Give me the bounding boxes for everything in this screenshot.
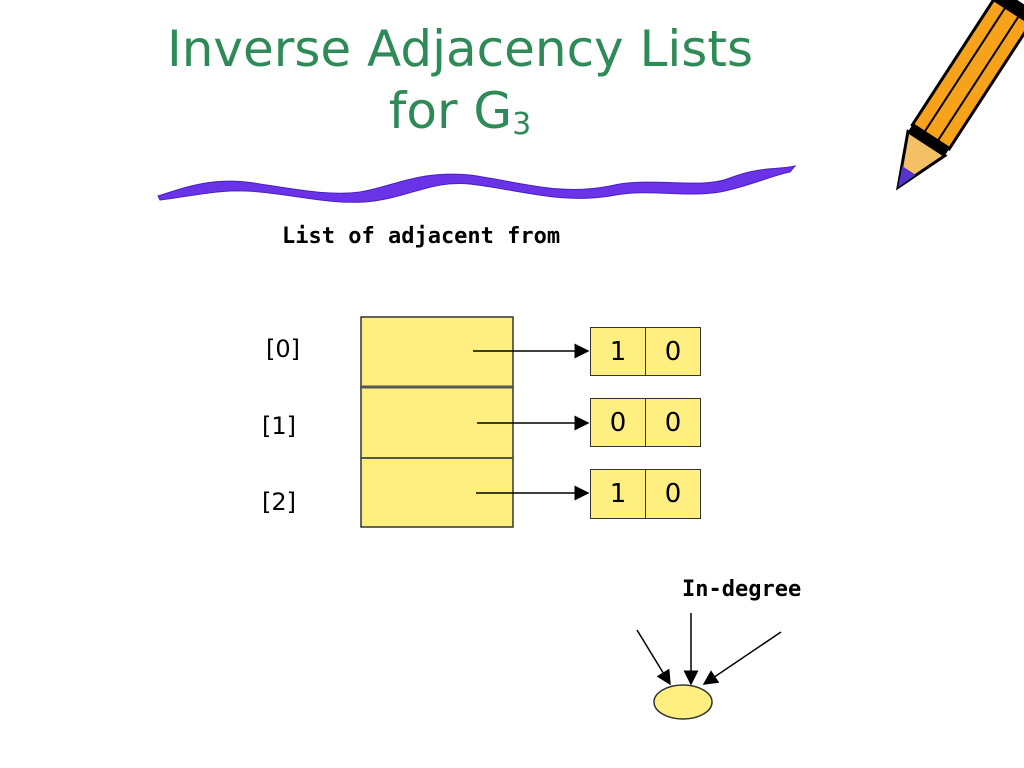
node-0-next: 0 <box>645 327 701 376</box>
index-label-0: [0] <box>266 335 300 363</box>
slide-title: Inverse Adjacency Lists for G3 <box>130 18 790 156</box>
node-2-data: 1 <box>590 469 646 519</box>
indegree-label: In-degree <box>682 577 802 602</box>
indegree-arrow-right <box>702 631 782 685</box>
title-line-2: for G3 <box>130 80 790 156</box>
node-1-next: 0 <box>645 398 701 447</box>
title-subscript: 3 <box>512 107 532 142</box>
index-label-2: [2] <box>262 488 296 516</box>
pencil-icon <box>895 0 1024 191</box>
title-line-1: Inverse Adjacency Lists <box>166 20 753 78</box>
node-2-next: 0 <box>645 469 701 519</box>
array-cell-0 <box>360 316 514 388</box>
squiggle-underline <box>157 165 797 203</box>
indegree-node <box>653 684 713 720</box>
title-line-2-text: for G <box>388 82 513 140</box>
node-1-data: 0 <box>590 398 646 447</box>
indegree-arrow-left <box>636 629 671 686</box>
node-0-data: 1 <box>590 327 646 376</box>
index-label-1: [1] <box>262 412 296 440</box>
subtitle: List of adjacent from <box>282 224 561 249</box>
